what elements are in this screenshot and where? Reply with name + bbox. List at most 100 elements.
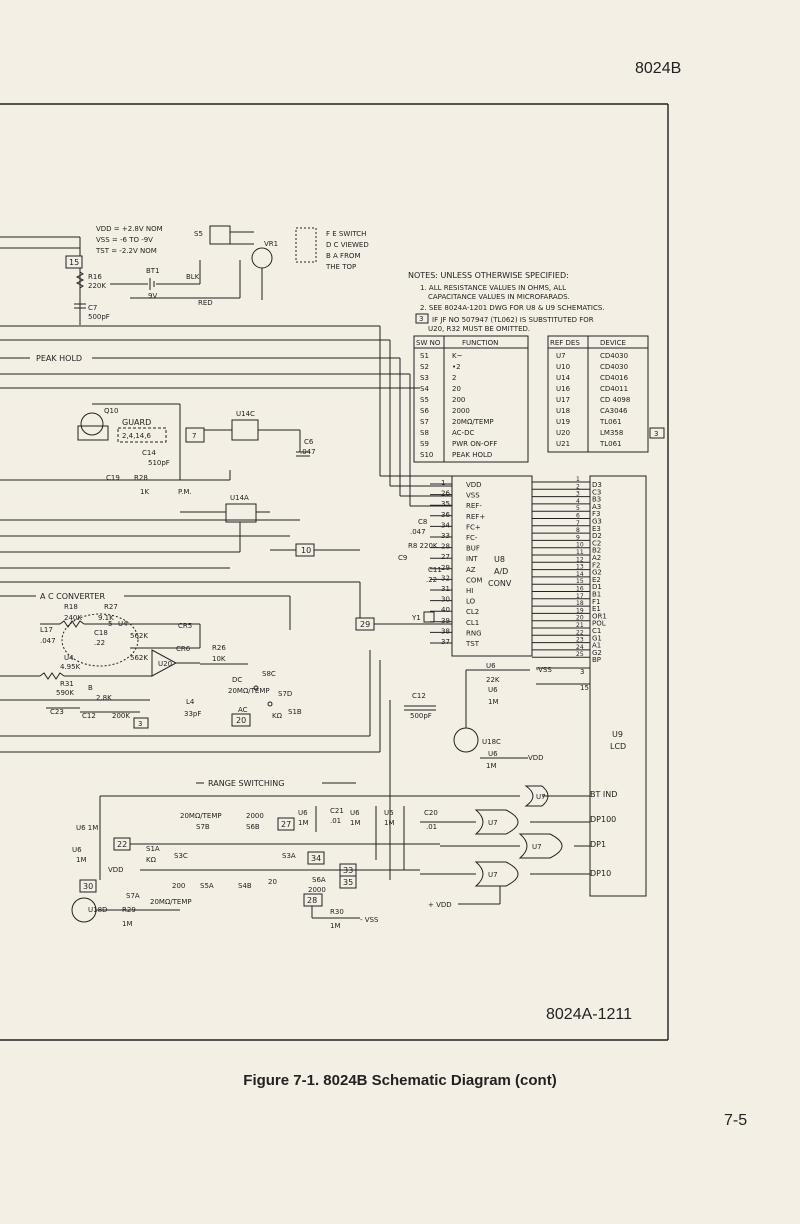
switch-table-cell: PEAK HOLD (452, 451, 492, 459)
svg-text:S5: S5 (194, 230, 203, 238)
svg-text:C6: C6 (304, 438, 314, 446)
u9-pin-label: C2 (592, 539, 601, 547)
bus-pin-number: 24 (576, 644, 584, 651)
svg-text:S6A: S6A (312, 876, 326, 884)
svg-text:3: 3 (419, 315, 423, 323)
svg-text:C12: C12 (412, 692, 426, 700)
bus-pin-number: 23 (576, 637, 584, 644)
u7-gates: U7 U7 U7 U7 (474, 785, 563, 887)
svg-text:U20, R32 MUST BE OMITTED.: U20, R32 MUST BE OMITTED. (428, 325, 530, 333)
svg-text:C8: C8 (418, 518, 427, 526)
u8-pin-label: FC+ (466, 523, 481, 531)
svg-text:2,4,14,6: 2,4,14,6 (122, 432, 151, 440)
device-table-cell: TL061 (599, 440, 622, 448)
switch-table-cell: •2 (452, 363, 461, 371)
connector-34 (307, 851, 325, 865)
svg-text:.01: .01 (426, 823, 437, 831)
svg-text:U4: U4 (64, 654, 74, 662)
svg-text:L17: L17 (40, 626, 53, 634)
svg-text:28: 28 (307, 896, 317, 905)
svg-text:FUNCTION: FUNCTION (462, 339, 498, 347)
u9-pin-label: C3 (592, 488, 601, 496)
svg-text:1M: 1M (488, 698, 499, 706)
svg-text:1M: 1M (330, 922, 341, 930)
u8-pin-label: TST (465, 640, 480, 648)
svg-text:DP1: DP1 (590, 840, 606, 849)
bus-pin-number: 16 (576, 586, 584, 593)
svg-text:S4B: S4B (238, 882, 252, 890)
svg-text:KΩ: KΩ (272, 712, 283, 720)
svg-text:R8 220K: R8 220K (408, 542, 438, 550)
svg-text:.01: .01 (330, 817, 341, 825)
device-table-cell: U14 (556, 374, 571, 382)
svg-text:L4: L4 (186, 698, 195, 706)
svg-text:S6B: S6B (246, 823, 260, 831)
device-table-cell: U16 (556, 385, 571, 393)
drawing-number: 8024A-1211 (546, 1006, 632, 1023)
switch-table-cell: 200 (452, 396, 465, 404)
vdd-label: VDD = +2.8V NOM (96, 225, 163, 233)
u9-pin-label: E2 (592, 576, 601, 584)
u8-pin-label: COM (466, 576, 482, 584)
svg-text:20MΩ/TEMP: 20MΩ/TEMP (180, 812, 222, 820)
u9-pin-label: G3 (592, 518, 602, 526)
u8-pin-label: REF- (466, 502, 482, 510)
svg-text:GUARD: GUARD (122, 418, 151, 427)
svg-text:27: 27 (281, 820, 291, 829)
svg-text:S5A: S5A (200, 882, 214, 890)
range-switching-label: RANGE SWITCHING (208, 779, 284, 788)
svg-text:R26: R26 (212, 644, 226, 652)
resistor-r18 (59, 620, 85, 628)
u9-pin-label: B2 (592, 547, 601, 555)
svg-text:U20: U20 (158, 660, 172, 668)
device-table-cell: U7 (556, 352, 566, 360)
bus-pin-number: 2 (576, 483, 580, 490)
svg-text:C20: C20 (424, 809, 438, 817)
u8-pin-number: 39 (441, 617, 450, 625)
device-table-cell: U19 (556, 418, 570, 426)
svg-text:IF JF NO 507947 (TL062) IS SUB: IF JF NO 507947 (TL062) IS SUBSTITUTED F… (432, 316, 594, 324)
switch-table-cell: S10 (420, 451, 433, 459)
svg-text:U6: U6 (350, 809, 360, 817)
u9-pin-label: G1 (592, 634, 602, 642)
svg-text:S3A: S3A (282, 852, 296, 860)
svg-text:U6: U6 (72, 846, 82, 854)
svg-text:Q10: Q10 (104, 407, 118, 415)
switch-table-cell: S9 (420, 440, 429, 448)
svg-text:U6: U6 (488, 686, 498, 694)
bus-pin-number: 19 (576, 607, 584, 614)
connector-15 (65, 255, 83, 269)
svg-text:.22: .22 (94, 639, 105, 647)
u9-pin-label: G2 (592, 569, 602, 577)
svg-text:-VSS: -VSS (536, 666, 552, 674)
svg-text:AC: AC (238, 706, 248, 714)
svg-text:2.8K: 2.8K (96, 694, 112, 702)
u8-pin-label: VDD (466, 481, 482, 489)
u9-pin-label: D2 (592, 532, 602, 540)
u8-pin-number: 1 (441, 479, 445, 487)
svg-text:U7: U7 (488, 819, 498, 827)
svg-text:10K: 10K (212, 655, 226, 663)
svg-text:REF DES: REF DES (550, 339, 580, 347)
switch-table-cell: S5 (420, 396, 429, 404)
svg-text:C14: C14 (142, 449, 156, 457)
bus-pin-number: 12 (576, 556, 584, 563)
u8-pin-label: REF+ (466, 513, 485, 521)
connector-20 (231, 713, 251, 727)
svg-text:Y1: Y1 (411, 614, 421, 622)
svg-text:15: 15 (580, 684, 589, 692)
svg-text:1M: 1M (76, 856, 87, 864)
svg-text:3: 3 (580, 668, 584, 676)
svg-text:1M: 1M (486, 762, 497, 770)
u9-pin-label: BP (592, 656, 601, 664)
bus-pin-number: 3 (576, 491, 580, 498)
svg-text:1M: 1M (122, 920, 133, 928)
u9-pin-label: A2 (592, 554, 601, 562)
u8-pin-number: 30 (441, 596, 450, 604)
svg-text:BLK: BLK (186, 273, 200, 281)
svg-text:R31: R31 (60, 680, 74, 688)
u14a-switch (225, 503, 257, 523)
svg-text:B: B (88, 684, 93, 692)
switch-table-cell: 20MΩ/TEMP (452, 418, 494, 426)
